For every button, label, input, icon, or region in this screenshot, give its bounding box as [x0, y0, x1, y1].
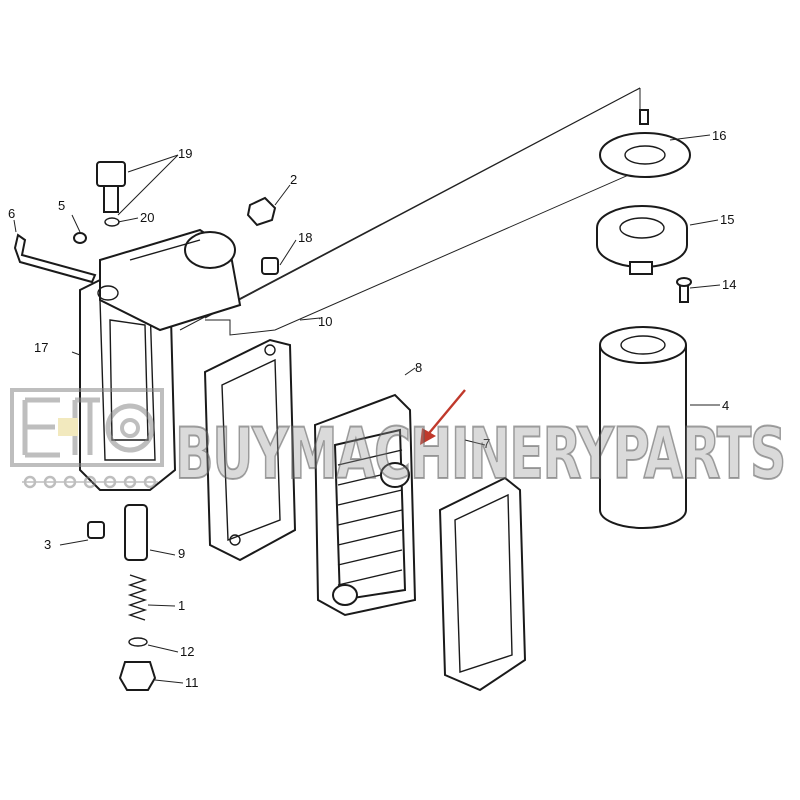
callout-18: 18 [298, 230, 312, 245]
plug-5 [73, 232, 87, 244]
plug-18 [261, 257, 279, 275]
callout-11: 11 [185, 675, 199, 690]
valve-stack [118, 504, 157, 691]
highlight-arrow [420, 389, 466, 445]
wrench-gear-logo-icon [10, 388, 164, 489]
head-15 [596, 205, 688, 275]
nut-2 [246, 196, 277, 227]
callout-5: 5 [58, 198, 65, 213]
gasket-7 [438, 476, 527, 692]
callout-12: 12 [180, 644, 194, 659]
callout-3: 3 [44, 537, 51, 552]
screw-14 [676, 277, 692, 303]
plug-3 [87, 521, 105, 539]
callout-16: 16 [712, 128, 726, 143]
callout-9: 9 [178, 546, 185, 561]
callout-10: 10 [318, 314, 332, 329]
callout-17: 17 [34, 340, 48, 355]
callout-8: 8 [415, 360, 422, 375]
bolt-19 [96, 161, 126, 227]
callout-6: 6 [8, 206, 15, 221]
cap-16 [599, 109, 691, 178]
gasket-10 [203, 338, 297, 562]
callout-4: 4 [722, 398, 729, 413]
callout-14: 14 [722, 277, 736, 292]
callout-2: 2 [290, 172, 297, 187]
callout-19: 19 [178, 146, 192, 161]
callout-15: 15 [720, 212, 734, 227]
filter-4 [599, 326, 687, 529]
watermark-text: BUYMACHINERYPARTS [175, 413, 785, 495]
cooler-core-8 [313, 393, 417, 617]
screw-6 [13, 233, 97, 284]
callout-7: 7 [483, 436, 490, 451]
callout-1: 1 [178, 598, 185, 613]
callouts: 19 20 2 5 6 18 10 17 8 7 16 15 14 4 3 9 … [8, 128, 736, 690]
callout-20: 20 [140, 210, 154, 225]
